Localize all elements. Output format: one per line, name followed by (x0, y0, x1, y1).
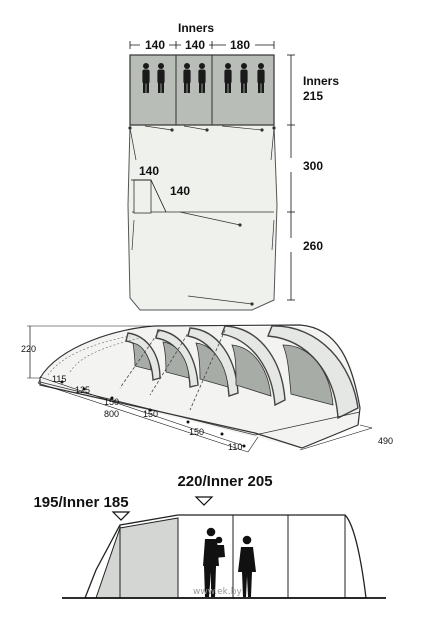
section-depth-2: 260 (303, 239, 323, 253)
front-height-marker (194, 496, 214, 506)
side-view: 220 115 125 150 150 150 110 800 490 (21, 324, 393, 453)
rear-height-label: 195/Inner 185 (33, 494, 128, 511)
standing-people (203, 527, 256, 597)
arch-spacing-4: 150 (143, 409, 158, 419)
arch-spacing-6: 110 (228, 442, 242, 452)
tent-total-length: 800 (104, 409, 119, 419)
tent-width: 490 (378, 436, 393, 446)
front-height-label: 220/Inner 205 (177, 473, 272, 490)
arch-spacing-1: 115 (52, 374, 66, 384)
inners-depth-label: Inners (303, 74, 339, 88)
porch-depth: 140 (170, 184, 190, 198)
inner-width-1: 140 (145, 38, 165, 52)
arch-spacing-2: 125 (75, 385, 90, 395)
tent-windows (132, 341, 334, 406)
tent-height: 220 (21, 344, 36, 354)
porch-bay (133, 179, 152, 214)
porch-width: 140 (139, 164, 159, 178)
arch-spacing-3: 150 (104, 397, 119, 407)
inners-title: Inners (178, 21, 214, 35)
arch-spacing-5: 150 (189, 427, 204, 437)
inner-width-3: 180 (230, 38, 250, 52)
rear-height-marker (111, 511, 131, 521)
tent-arches (125, 325, 359, 420)
profile-view: 220/Inner 205 195/Inner 185 www.ek.by (33, 473, 386, 599)
floor-plan: Inners 140 140 180 (127, 21, 339, 311)
inners-depth-value: 215 (303, 89, 323, 103)
tent-outline (39, 324, 361, 449)
watermark: www.ek.by (193, 587, 242, 597)
inner-width-2: 140 (185, 38, 205, 52)
section-depth-1: 300 (303, 159, 323, 173)
